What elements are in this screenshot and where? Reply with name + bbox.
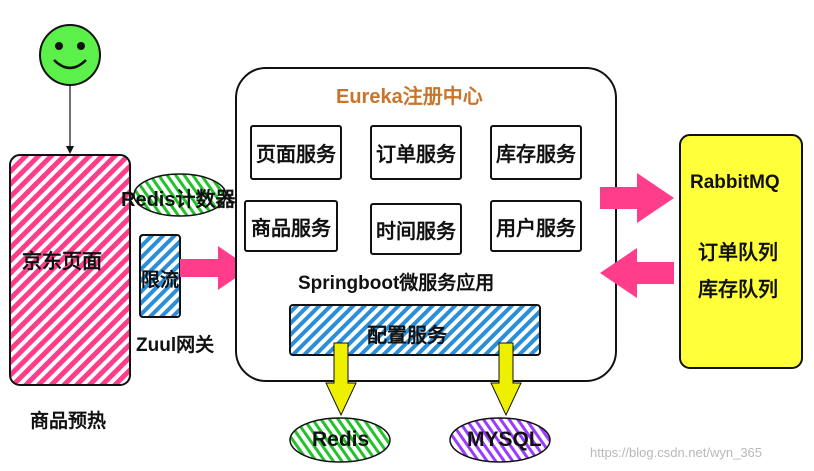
smiley-face-icon (39, 24, 101, 86)
mysql-label: MYSQL (467, 428, 542, 451)
redis-ellipse (289, 417, 391, 463)
jd-page-label: 京东页面 (22, 251, 102, 273)
service-page: 页面服务 (250, 125, 342, 180)
rabbitmq-title: RabbitMQ (690, 172, 780, 193)
service-inventory: 库存服务 (490, 125, 582, 180)
rabbitmq-box (679, 134, 803, 369)
service-time: 时间服务 (370, 203, 462, 255)
springboot-app-label: Springboot微服务应用 (298, 273, 495, 294)
user-to-page-arrow (66, 86, 74, 154)
order-queue-label: 订单队列 (698, 242, 778, 264)
service-product: 商品服务 (244, 200, 338, 252)
redis-counter-label: Redis计数器 (121, 189, 236, 211)
config-service-label: 配置服务 (367, 325, 447, 347)
redis-label: Redis (312, 428, 370, 451)
services-to-mq-arrow (600, 173, 674, 223)
service-order: 订单服务 (370, 125, 462, 180)
inventory-queue-label: 库存队列 (698, 279, 778, 301)
config-to-redis-arrow (325, 342, 357, 417)
watermark-text: https://blog.csdn.net/wyn_365 (590, 445, 763, 460)
jd-page-caption: 商品预热 (30, 411, 107, 432)
jd-page-box (9, 154, 131, 386)
redis-counter-ellipse (133, 173, 227, 217)
service-user: 用户服务 (490, 200, 582, 252)
zuul-gateway-label: Zuul网关 (136, 335, 215, 356)
rate-limit-label: 限流 (141, 270, 180, 291)
gateway-to-services-arrow (180, 246, 250, 290)
mysql-ellipse (449, 417, 551, 463)
config-service-box (289, 304, 541, 356)
eureka-title: Eureka注册中心 (336, 86, 483, 108)
config-to-mysql-arrow (490, 342, 522, 417)
mq-to-services-arrow (600, 248, 674, 298)
